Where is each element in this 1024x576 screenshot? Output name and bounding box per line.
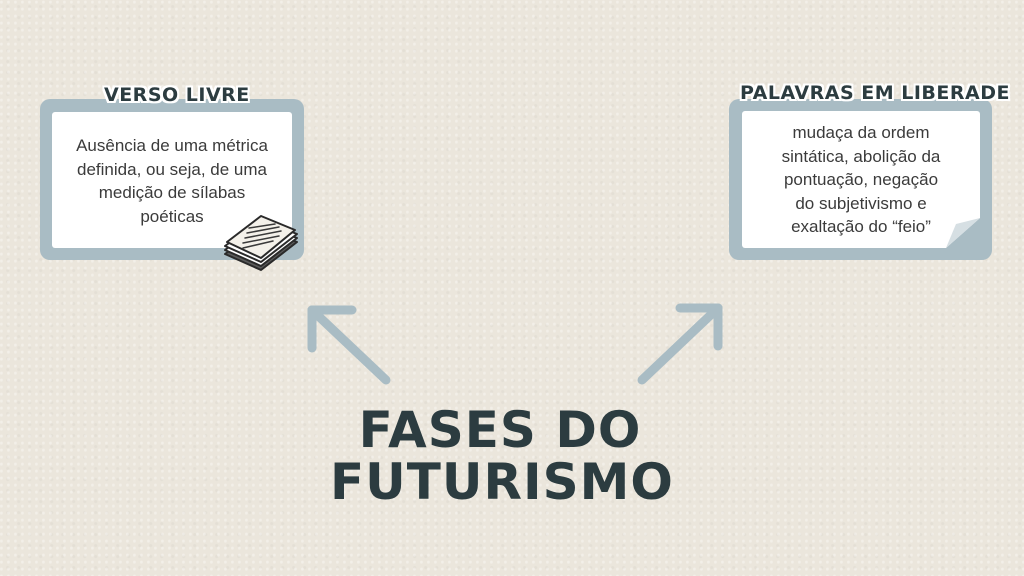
stacked-papers-icon bbox=[224, 215, 298, 271]
verso-livre-card-body: Ausência de uma métrica definida, ou sej… bbox=[52, 112, 292, 248]
verso-livre-description: Ausência de uma métrica definida, ou sej… bbox=[52, 134, 292, 228]
folded-corner-icon bbox=[946, 218, 980, 248]
palavras-line: sintática, abolição da bbox=[781, 146, 941, 166]
palavras-line: exaltação do “feio” bbox=[791, 217, 931, 236]
main-title-line1: FASES DO bbox=[358, 401, 642, 459]
palavras-card-body: mudaça da ordem sintática, abolição da p… bbox=[742, 111, 980, 248]
verso-livre-line: medição de sílabas bbox=[98, 183, 246, 202]
verso-livre-line: definida, ou seja, de uma bbox=[77, 159, 267, 179]
verso-livre-line: Ausência de uma métrica bbox=[76, 136, 268, 155]
palavras-description: mudaça da ordem sintática, abolição da p… bbox=[742, 121, 980, 239]
verso-livre-line: poéticas bbox=[140, 206, 204, 226]
verso-livre-card: Ausência de uma métrica definida, ou sej… bbox=[40, 99, 304, 260]
verso-livre-title: VERSO LIVRE bbox=[104, 84, 250, 106]
palavras-line: mudaça da ordem bbox=[792, 123, 930, 142]
arrow-icon bbox=[307, 305, 391, 385]
palavras-line: do subjetivismo e bbox=[795, 193, 927, 213]
arrow-icon bbox=[637, 303, 723, 385]
main-title-line2: FUTURISMO bbox=[330, 453, 674, 511]
palavras-card: mudaça da ordem sintática, abolição da p… bbox=[729, 99, 992, 260]
palavras-title: PALAVRAS EM LIBERADE bbox=[740, 82, 1010, 104]
main-title: FASES DO FUTURISMO bbox=[330, 401, 674, 511]
palavras-line: pontuação, negação bbox=[783, 170, 939, 189]
